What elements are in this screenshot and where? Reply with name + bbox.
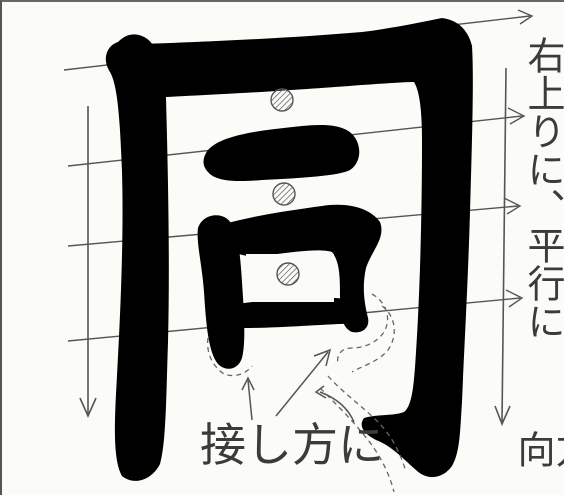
right-down-arrow bbox=[501, 67, 507, 423]
right-down-arrowhead bbox=[494, 405, 511, 427]
pointer-arrowhead-right bbox=[314, 385, 327, 399]
guide-arrowhead-1 bbox=[517, 9, 534, 25]
guide-arrowhead-4 bbox=[505, 289, 524, 308]
vertical-arrows bbox=[79, 67, 511, 427]
pointer-arrow-right bbox=[319, 391, 355, 423]
hatched-markers bbox=[270, 88, 300, 286]
guide-arrowhead-2 bbox=[507, 107, 526, 125]
hatched-marker-3 bbox=[276, 262, 300, 286]
stroke-top-and-right bbox=[142, 18, 473, 478]
pointer-arrow-middle bbox=[275, 351, 329, 417]
stroke-left-vertical bbox=[105, 34, 169, 481]
stroke-box-bottom bbox=[232, 298, 360, 328]
pointer-arrowhead-middle bbox=[313, 348, 332, 367]
hatched-marker-1 bbox=[270, 88, 294, 112]
annotation-joining-method: 接し方に bbox=[200, 418, 384, 472]
pointer-arrows bbox=[241, 348, 355, 423]
stroke-box-left bbox=[197, 215, 245, 369]
dashed-outline-left bbox=[206, 337, 253, 377]
brush-strokes bbox=[105, 18, 473, 481]
stroke-inner-horizontal bbox=[203, 124, 360, 182]
dashed-outline-hook-2 bbox=[319, 387, 395, 493]
annotation-corner: 方向 bbox=[511, 430, 564, 468]
pointer-arrow-left bbox=[247, 379, 253, 421]
annotation-parallel-rising: 右上りに、平行に bbox=[521, 36, 564, 340]
dashed-outline-right-2 bbox=[351, 305, 395, 373]
dashed-outline-right bbox=[336, 293, 389, 365]
guide-arrowhead-3 bbox=[503, 197, 522, 215]
pointer-arrowhead-left bbox=[241, 376, 255, 391]
hatched-marker-2 bbox=[272, 182, 296, 206]
dashed-outline-hook bbox=[327, 375, 407, 473]
left-down-arrowhead bbox=[79, 397, 97, 418]
dashed-outlines bbox=[206, 293, 407, 493]
